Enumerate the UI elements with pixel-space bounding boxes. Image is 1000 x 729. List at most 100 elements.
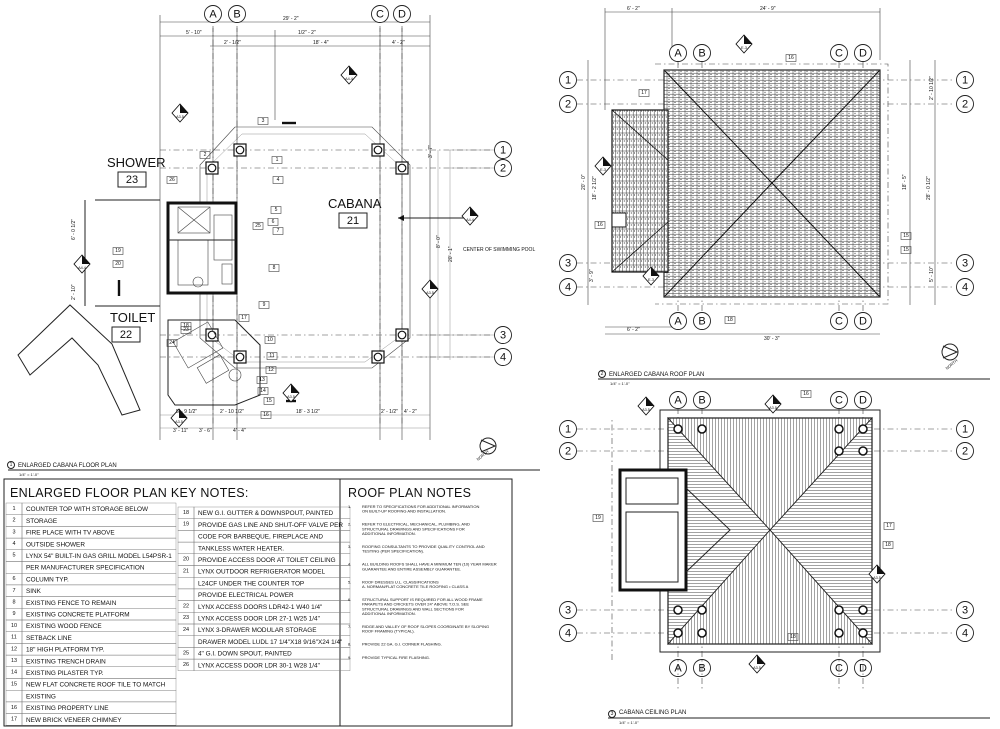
callout-tag-label: 19 [115, 248, 121, 254]
room-number: 21 [347, 215, 359, 227]
section-ref: A3.5 [873, 576, 881, 580]
title-text: ENLARGED CABANA ROOF PLAN [609, 372, 704, 378]
section-ref: A3.5 [176, 115, 184, 119]
floor-plan-title: 1 ENLARGED CABANA FLOOR PLAN 1/4" = 1'-0… [7, 461, 540, 477]
callout-tag: 25 [252, 222, 264, 230]
key-note-text: EXISTING FENCE TO REMAIN [26, 600, 117, 607]
grid-bubble-3: 3 [494, 326, 512, 344]
roof-note-number: 6. [348, 597, 351, 602]
grid-bubble-2: 2 [494, 159, 512, 177]
column [858, 605, 868, 615]
callout-tag: 18 [724, 316, 736, 324]
section-marker: A3.5 [282, 383, 300, 403]
grid-bubble-2: 2 [956, 95, 974, 113]
callout-tag-label: 24 [169, 340, 175, 346]
callout-tag: 16 [594, 221, 606, 229]
grid-bubble-label: C [835, 48, 843, 60]
section-marker: A3.5 [868, 564, 886, 584]
dimension-text: 3' - 7" [428, 145, 434, 158]
dimension-text: 6' - 2" [627, 6, 640, 12]
key-note-number: 18 [183, 510, 189, 516]
callout-tag-label: 18 [183, 323, 189, 329]
callout-tag-label: 4 [277, 177, 280, 183]
callout-tag: 6 [267, 218, 279, 226]
roof-note-line: ROOF FRAMING (TYPICAL). [362, 629, 415, 634]
roof-note-line: REFER TO SPECIFICATIONS FOR ADDITIONAL I… [362, 504, 479, 509]
column [858, 628, 868, 638]
dimension-text: 29' - 2" [283, 16, 299, 22]
callout-tag: 10 [264, 336, 276, 344]
callout-tag: 1 [271, 156, 283, 164]
callout-tag: 17 [883, 522, 895, 530]
roof-note-item: 4.ALL BUILDING ROOFS SHALL HAVE A MINIMU… [348, 562, 497, 572]
dimension-text: 20' - 0" [581, 174, 587, 190]
grid-bubble-a: A [669, 44, 687, 62]
title-text: ENLARGED CABANA FLOOR PLAN [18, 463, 117, 469]
column [673, 424, 683, 434]
callout-tag-label: 2 [204, 152, 207, 158]
key-note-row: DRAWER MODEL LUDL 17 1/4"X18 9/16"X24 1/… [177, 635, 351, 648]
dimension-text: 30' - 3" [764, 336, 780, 342]
section-ref: A3.5 [753, 666, 761, 670]
column [834, 605, 844, 615]
roof-note-line: ADDITIONAL INFORMATION. [362, 611, 416, 616]
roof-note-item: 6.STRUCTURAL SUPPORT IS REQUIRED FOR ALL… [348, 597, 483, 616]
key-note-number: 24 [183, 627, 189, 633]
room-label-cabana: CABANA 21 [328, 196, 382, 229]
section-ref: E-3 [741, 46, 747, 50]
callout-tag: 20 [112, 260, 124, 268]
column [233, 350, 247, 364]
callout-tag: 18 [882, 541, 894, 549]
section-ref: A4.4 [345, 77, 353, 81]
key-note-number: 12 [11, 646, 17, 652]
key-notes-table: ENLARGED FLOOR PLAN KEY NOTES: ROOF PLAN… [3, 478, 513, 727]
callout-tag-label: 12 [268, 367, 274, 373]
key-note-text: LYNX 54" BUILT-IN GAS GRILL MODEL L54PSR… [26, 553, 172, 560]
key-note-number: 25 [183, 650, 189, 656]
grid-bubble-label: A [674, 48, 682, 60]
grid-bubble-d: D [854, 312, 872, 330]
roof-note-item: 2.REFER TO ELECTRICAL, MECHANICAL, PLUMB… [348, 522, 470, 536]
callout-tag-label: 6 [272, 219, 275, 225]
grid-bubble-2: 2 [559, 442, 577, 460]
key-note-text: LYNX ACCESS DOOR LDR 30-1 W28 1/4" [198, 662, 320, 669]
callout-tag-label: 1 [276, 157, 279, 163]
key-note-text: PROVIDE GAS LINE AND SHUT-OFF VALVE PER [198, 522, 343, 529]
room-name: TOILET [110, 310, 155, 325]
grid-bubble-1: 1 [956, 71, 974, 89]
key-note-text: LYNX OUTDOOR REFRIGERATOR MODEL [198, 569, 326, 576]
roof-note-item: 3.ROOFING CONSULTANTS TO PROVIDE QUALITY… [348, 544, 485, 554]
dimension-text: 28' - 0 1/2" [926, 176, 932, 200]
roof-note-line: PROVIDE 22 GA. G.I. CORNER FLASHING. [362, 642, 442, 647]
key-note-number: 21 [183, 568, 189, 574]
roof-note-item: 1.REFER TO SPECIFICATIONS FOR ADDITIONAL… [348, 504, 479, 514]
key-note-text: NEW G.I. GUTTER & DOWNSPOUT, PAINTED [198, 510, 334, 517]
callout-tag-label: 16 [788, 55, 794, 61]
grid-bubble-1: 1 [559, 71, 577, 89]
key-note-number: 22 [183, 603, 189, 609]
column [205, 161, 219, 175]
dimension-text: 18' - 3 1/2" [296, 409, 320, 415]
key-note-number: 8 [12, 599, 15, 605]
key-note-text: EXISTING TRENCH DRAIN [26, 658, 106, 665]
grid-bubble-1: 1 [559, 420, 577, 438]
dimension-text: 6' - 0 1/2" [71, 219, 77, 240]
section-ref: A3.5 [769, 406, 777, 410]
callout-tag: 14 [257, 387, 269, 395]
section-ref: A4.4 [78, 266, 86, 270]
key-note-number: 15 [11, 681, 17, 687]
callout-tag: 23 [180, 326, 192, 334]
callout-tag: 12 [265, 366, 277, 374]
dimension-text: 2' - 10 1/2" [929, 76, 935, 100]
roof-note-line: ALL BUILDING ROOFS SHALL HAVE A MINIMUM … [362, 562, 497, 567]
title-scale: 1/4" = 1'-0" [19, 472, 39, 477]
grid-bubble-label: 4 [565, 628, 571, 640]
callout-tag: 19 [112, 247, 124, 255]
grid-bubble-4: 4 [956, 624, 974, 642]
roof-note-line: ROOF DRESSES U.L. CLASSIFICATIONS [362, 579, 439, 584]
